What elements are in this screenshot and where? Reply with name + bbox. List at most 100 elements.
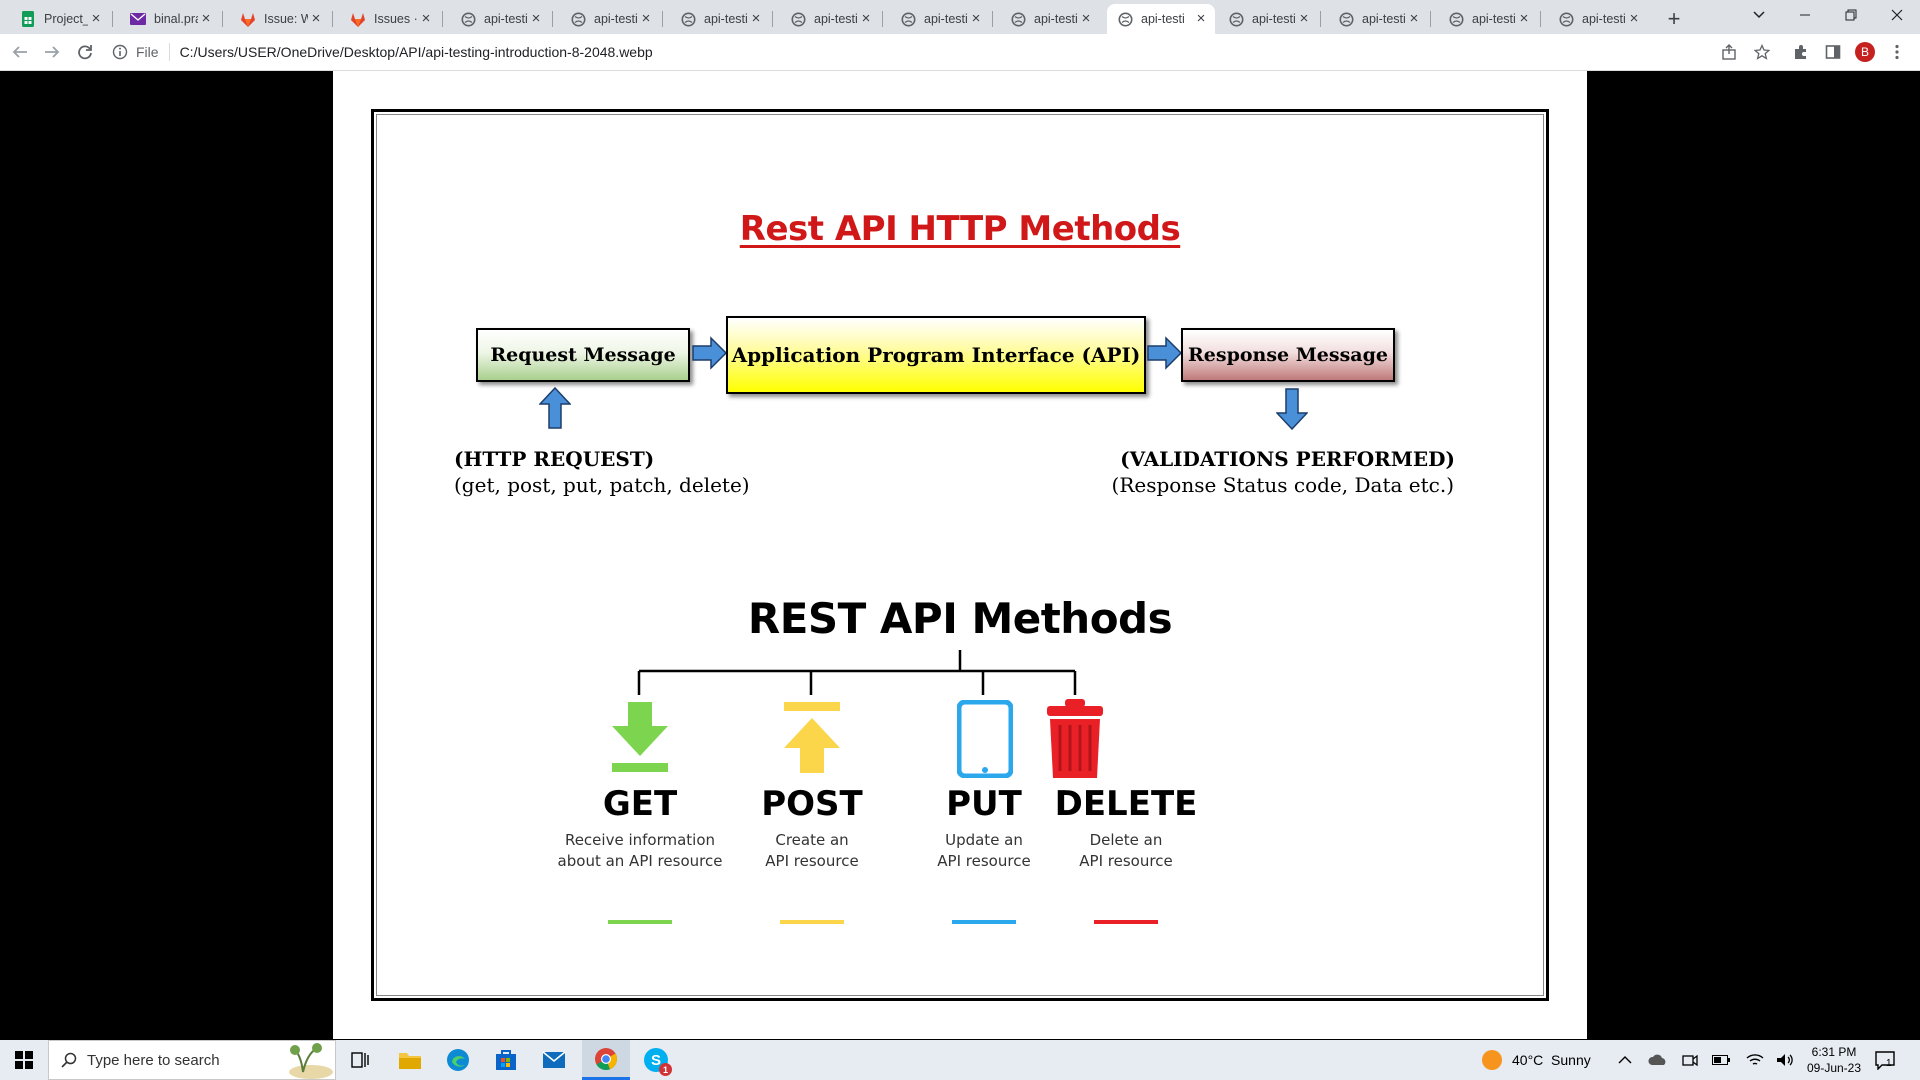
method-name: DELETE: [1054, 784, 1198, 824]
battery-button[interactable]: [1712, 1040, 1730, 1080]
gitlab-icon: [240, 11, 256, 27]
tab-title: api-testi: [484, 12, 528, 26]
reload-button[interactable]: [71, 38, 99, 66]
microsoft-store-button[interactable]: [482, 1040, 530, 1080]
methods-title: REST API Methods: [747, 594, 1173, 643]
method-name: GET: [602, 784, 678, 824]
share-button[interactable]: [1715, 38, 1743, 66]
share-icon: [1722, 44, 1736, 60]
task-view-button[interactable]: [336, 1040, 384, 1080]
browser-tab[interactable]: Issue: W×: [230, 4, 330, 34]
api-box: Application Program Interface (API): [726, 316, 1146, 394]
profile-button[interactable]: B: [1851, 38, 1879, 66]
show-hidden-icons-button[interactable]: [1618, 1040, 1632, 1080]
trash-icon: [1047, 699, 1103, 778]
tab-title: api-testi: [924, 12, 968, 26]
cloud-icon: [1648, 1054, 1666, 1065]
volume-button[interactable]: [1776, 1040, 1794, 1080]
windows-taskbar: Type here to search S 1 40°C Sunny: [0, 1040, 1920, 1080]
browser-tab[interactable]: Project_×: [10, 4, 110, 34]
network-button[interactable]: [1746, 1040, 1764, 1080]
down-arrow-icon: [1276, 388, 1308, 430]
request-message-box: Request Message: [476, 328, 690, 382]
meet-now-button[interactable]: [1682, 1040, 1698, 1080]
edge-button[interactable]: [434, 1040, 482, 1080]
menu-button[interactable]: [1883, 38, 1911, 66]
skype-badge: 1: [659, 1063, 672, 1076]
method-underline-delete: [1094, 920, 1158, 924]
browser-tab[interactable]: api-testi×: [560, 4, 660, 34]
notification-icon: [1875, 1051, 1895, 1070]
back-arrow-icon: [12, 46, 27, 58]
api-label: Application Program Interface (API): [731, 343, 1141, 367]
close-window-button[interactable]: [1874, 0, 1920, 30]
globe-icon: [1010, 11, 1026, 27]
browser-tab[interactable]: binal.pra×: [120, 4, 220, 34]
chrome-icon: [595, 1047, 617, 1070]
tab-separator: [552, 11, 553, 27]
close-tab-icon[interactable]: ×: [531, 10, 541, 27]
address-bar[interactable]: File C:/Users/USER/OneDrive/Desktop/API/…: [112, 38, 1772, 66]
notifications-button[interactable]: 1: [1874, 1040, 1896, 1080]
gitlab-icon: [350, 11, 366, 27]
onedrive-button[interactable]: [1648, 1040, 1668, 1080]
browser-tab[interactable]: api-testi×: [1438, 4, 1538, 34]
close-tab-icon[interactable]: ×: [641, 10, 651, 27]
new-tab-button[interactable]: +: [1667, 6, 1681, 31]
close-tab-icon[interactable]: ×: [421, 10, 431, 27]
mail-button[interactable]: [530, 1040, 578, 1080]
close-tab-icon[interactable]: ×: [1629, 10, 1639, 27]
response-message-label: Response Message: [1188, 344, 1388, 366]
close-tab-icon[interactable]: ×: [1081, 10, 1091, 27]
browser-tab[interactable]: api-testi×: [450, 4, 550, 34]
close-tab-icon[interactable]: ×: [91, 10, 101, 27]
tab-separator: [332, 11, 333, 27]
method-description-line-1: Update an: [945, 831, 1023, 849]
globe-icon: [680, 11, 696, 27]
browser-tab[interactable]: api-testi×: [1218, 4, 1318, 34]
browser-tab[interactable]: api-testi×: [780, 4, 880, 34]
clock[interactable]: 6:31 PM 09-Jun-23: [1800, 1040, 1868, 1080]
avatar: B: [1855, 42, 1875, 62]
store-icon: [496, 1050, 516, 1070]
side-panel-button[interactable]: [1819, 38, 1847, 66]
close-tab-icon[interactable]: ×: [201, 10, 211, 27]
close-tab-icon[interactable]: ×: [971, 10, 981, 27]
back-button[interactable]: [6, 38, 34, 66]
close-tab-icon[interactable]: ×: [1519, 10, 1529, 27]
minimize-button[interactable]: [1782, 0, 1828, 30]
camera-icon: [1682, 1054, 1698, 1067]
browser-tab[interactable]: api-testi×: [1328, 4, 1428, 34]
taskbar-search-box[interactable]: Type here to search: [48, 1040, 336, 1080]
restore-button[interactable]: [1828, 0, 1874, 30]
chrome-button[interactable]: [582, 1040, 630, 1080]
extensions-button[interactable]: [1787, 38, 1815, 66]
close-tab-icon[interactable]: ×: [1196, 10, 1206, 27]
close-tab-icon[interactable]: ×: [861, 10, 871, 27]
browser-tab[interactable]: api-testi×: [1107, 4, 1215, 34]
browser-tab[interactable]: api-testi×: [1000, 4, 1100, 34]
bookmark-button[interactable]: [1748, 38, 1776, 66]
close-tab-icon[interactable]: ×: [1409, 10, 1419, 27]
close-tab-icon[interactable]: ×: [751, 10, 761, 27]
browser-tab[interactable]: api-testi×: [670, 4, 770, 34]
reload-icon: [78, 45, 92, 60]
weather-text: 40°C Sunny: [1512, 1052, 1591, 1068]
start-button[interactable]: [0, 1040, 48, 1080]
browser-tab[interactable]: api-testi×: [1548, 4, 1648, 34]
file-explorer-button[interactable]: [386, 1040, 434, 1080]
tab-search-button[interactable]: [1736, 0, 1782, 30]
browser-tab[interactable]: api-testi×: [890, 4, 990, 34]
skype-button[interactable]: S 1: [632, 1040, 680, 1080]
close-tab-icon[interactable]: ×: [311, 10, 321, 27]
kebab-menu-icon: [1895, 44, 1899, 60]
browser-tab[interactable]: Issues · E×: [340, 4, 440, 34]
tab-separator: [1430, 11, 1431, 27]
globe-icon: [1228, 11, 1244, 27]
close-tab-icon[interactable]: ×: [1299, 10, 1309, 27]
forward-button[interactable]: [38, 38, 66, 66]
clock-time: 6:31 PM: [1811, 1045, 1857, 1059]
weather-widget[interactable]: 40°C Sunny: [1482, 1040, 1591, 1080]
method-name: POST: [761, 784, 863, 824]
